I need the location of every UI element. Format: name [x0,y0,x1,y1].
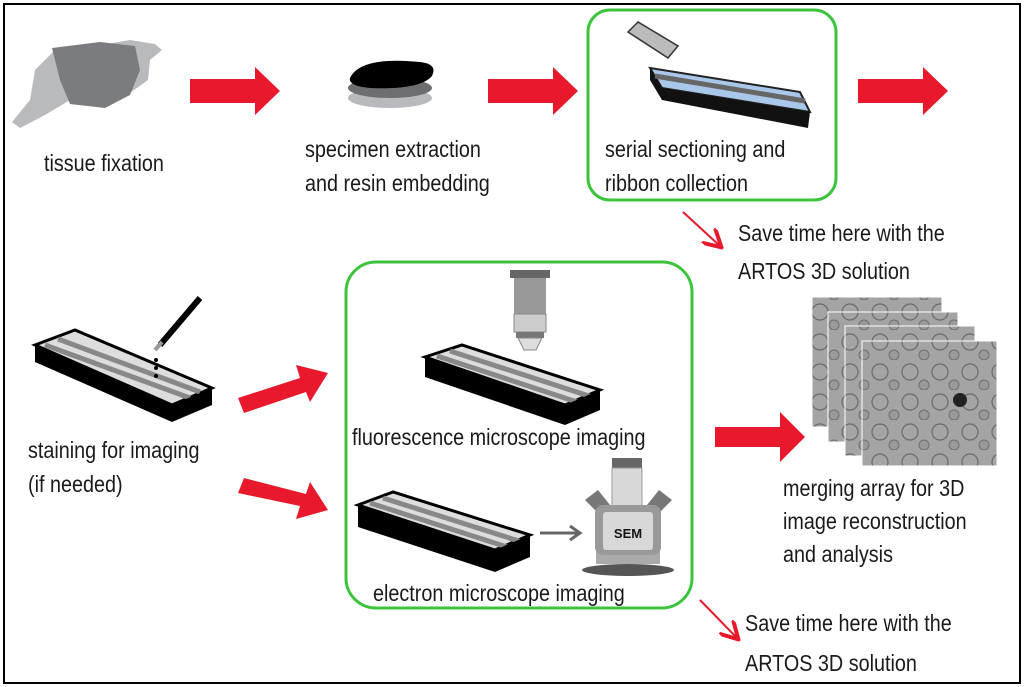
callout-arrow-1 [682,211,720,246]
callout-line: Save time here with the [738,220,945,246]
sem-label: SEM [614,526,642,541]
brain-icon [12,40,162,128]
arrow-right-2 [488,67,578,115]
label-tissue-fixation: tissue fixation [44,150,164,176]
label-line: and resin embedding [305,170,490,196]
callout-line: ARTOS 3D solution [745,650,917,676]
sem-icon: SEM [582,458,674,576]
em-slide-icon [353,490,535,572]
arrow-down-right [238,478,328,519]
label-extraction: specimen extraction and resin embedding [305,132,490,200]
fluorescence-slide-icon [420,343,605,425]
gray-arrow [540,524,583,542]
objective-lens-icon [510,270,550,351]
label-line: (if needed) [28,471,123,497]
callout-line: ARTOS 3D solution [738,258,910,284]
arrow-right-4 [715,412,805,462]
label-line: specimen extraction [305,136,481,162]
label-merging: merging array for 3D image reconstructio… [783,472,967,571]
label-electron: electron microscope imaging [373,580,625,606]
callout-line: Save time here with the [745,610,952,636]
arrow-up-right [238,365,328,413]
frame [3,3,1021,684]
label-fluorescence: fluorescence microscope imaging [352,424,646,450]
sectioning-icon [586,8,838,202]
staining-slide-icon [31,296,216,422]
label-staining: staining for imaging (if needed) [28,433,200,501]
highlight-box-sectioning [586,8,838,202]
label-line: serial sectioning and [605,136,786,162]
label-line: merging array for 3D [783,475,965,501]
em-image-stack [811,296,998,467]
resin-block-icon [348,60,434,108]
callout-text-2: Save time here with the ARTOS 3D solutio… [745,603,952,683]
callout-arrow-2 [699,599,737,638]
callout-text-1: Save time here with the ARTOS 3D solutio… [738,214,945,290]
arrow-right-1 [190,67,280,115]
label-line: image reconstruction [783,508,967,534]
arrow-right-3 [858,67,948,115]
label-line: staining for imaging [28,437,200,463]
label-sectioning: serial sectioning and ribbon collection [605,132,785,200]
label-line: and analysis [783,541,893,567]
highlight-box-imaging [344,260,694,610]
label-line: ribbon collection [605,170,748,196]
